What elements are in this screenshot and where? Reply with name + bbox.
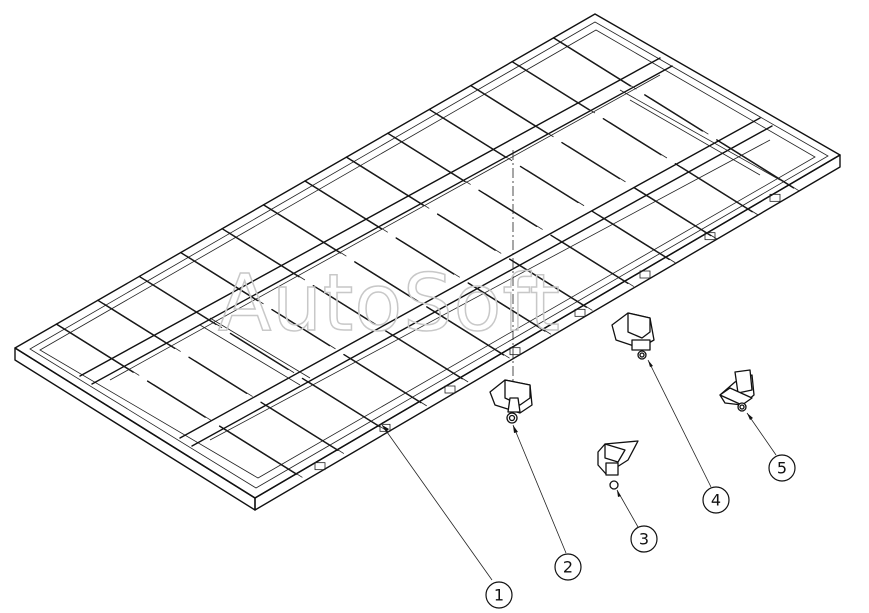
cross-member bbox=[391, 333, 469, 383]
cross-member bbox=[225, 429, 303, 478]
cross-member bbox=[476, 88, 554, 138]
cross-member bbox=[639, 190, 717, 240]
edge-bracket bbox=[639, 270, 651, 279]
callout-5-label: 5 bbox=[777, 459, 787, 478]
callout-2: 2 bbox=[554, 553, 582, 581]
cross-member bbox=[473, 285, 552, 335]
edge-bracket bbox=[574, 308, 586, 317]
cross-member bbox=[722, 142, 800, 192]
cross-member bbox=[526, 169, 585, 207]
cross-member bbox=[194, 360, 253, 397]
cross-member bbox=[609, 121, 668, 159]
cross-member bbox=[432, 309, 510, 359]
cross-member bbox=[277, 312, 336, 350]
cross-member bbox=[360, 264, 419, 302]
callout-1: 1 bbox=[485, 581, 513, 609]
edge-bracket bbox=[379, 423, 391, 432]
callout-2-label: 2 bbox=[563, 558, 573, 577]
cross-member bbox=[145, 279, 223, 329]
cross-member bbox=[598, 214, 676, 264]
bracket-part-5 bbox=[719, 369, 755, 412]
cross-member bbox=[515, 262, 593, 311]
edge-bracket bbox=[704, 232, 716, 241]
leader-lines bbox=[381, 359, 777, 581]
cross-member bbox=[319, 288, 378, 326]
cross-member bbox=[227, 231, 306, 281]
edge-bracket bbox=[314, 462, 326, 471]
cross-member bbox=[484, 193, 543, 230]
cross-member bbox=[401, 240, 461, 278]
cross-member bbox=[650, 97, 709, 135]
edge-bracket bbox=[444, 385, 456, 394]
cross-member bbox=[352, 160, 430, 209]
cross-member bbox=[559, 40, 637, 90]
cross-member bbox=[393, 136, 471, 185]
cross-member bbox=[153, 384, 212, 421]
edge-bracket bbox=[509, 347, 521, 356]
edge-bracket bbox=[769, 193, 781, 202]
cross-member bbox=[308, 381, 386, 431]
cross-member bbox=[349, 357, 427, 407]
callout-3-label: 3 bbox=[639, 530, 649, 549]
cross-member bbox=[236, 336, 295, 374]
callout-4-label: 4 bbox=[711, 491, 721, 510]
bracket-part-3 bbox=[597, 440, 639, 490]
cross-member bbox=[443, 217, 502, 254]
cross-member bbox=[186, 255, 264, 305]
cross-member bbox=[310, 183, 389, 233]
platform-frame bbox=[14, 13, 841, 511]
callout-4: 4 bbox=[702, 486, 730, 514]
callout-3: 3 bbox=[630, 525, 658, 553]
cross-member bbox=[517, 64, 596, 114]
cross-member bbox=[435, 112, 513, 162]
callout-1-label: 1 bbox=[494, 586, 504, 605]
watermark-text: AutoSoft bbox=[218, 259, 561, 349]
bracket-part-2 bbox=[489, 379, 533, 424]
cross-member bbox=[103, 303, 181, 352]
bracket-part-4 bbox=[611, 312, 655, 360]
cross-member bbox=[266, 405, 345, 454]
cross-member bbox=[681, 166, 759, 216]
cross-member bbox=[556, 238, 635, 287]
cross-member bbox=[62, 327, 140, 376]
callout-5: 5 bbox=[768, 454, 796, 482]
cross-member bbox=[269, 207, 347, 257]
cross-member bbox=[567, 145, 626, 183]
